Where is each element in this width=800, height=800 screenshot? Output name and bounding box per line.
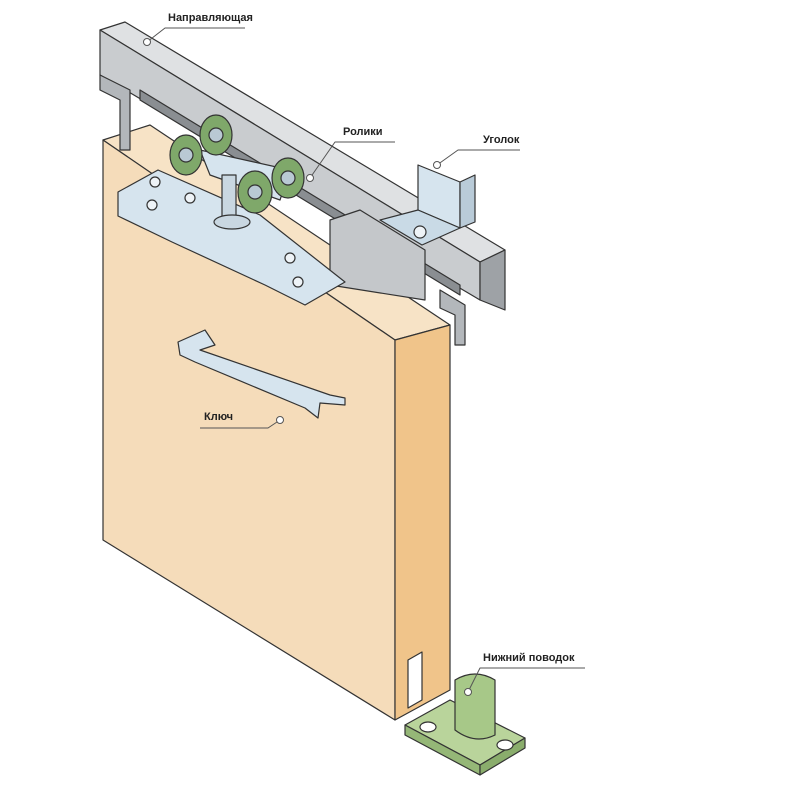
roller-mounting-plate bbox=[117, 169, 346, 306]
angle-bracket bbox=[379, 164, 476, 246]
label-bracket: Уголок bbox=[483, 134, 520, 146]
plate-screws bbox=[146, 176, 304, 288]
rail-lower-lip-right bbox=[439, 289, 466, 346]
roller-axle bbox=[221, 174, 237, 221]
label-bottom-guide: Нижний поводок bbox=[483, 652, 575, 664]
label-rollers: Ролики bbox=[343, 126, 383, 138]
door-side-face bbox=[394, 324, 451, 721]
leader-lines bbox=[143, 27, 585, 696]
label-key: Ключ bbox=[204, 411, 234, 423]
wrench-key bbox=[177, 329, 346, 419]
door-bottom-groove bbox=[407, 651, 423, 709]
rail-side-face bbox=[479, 249, 506, 311]
label-rail: Направляющая bbox=[168, 12, 253, 24]
rail-lower-lip bbox=[99, 74, 131, 151]
rollers bbox=[169, 114, 305, 230]
